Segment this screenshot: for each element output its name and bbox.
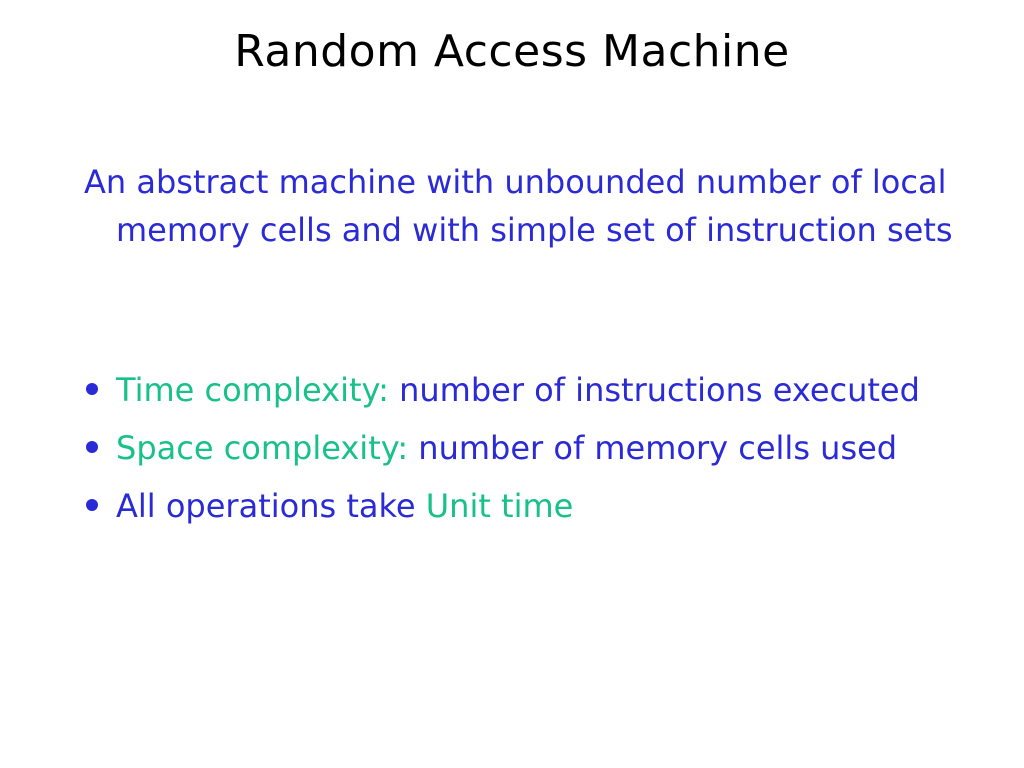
bullet-list: Time complexity: number of instructions … [84, 366, 984, 540]
bullet-dot-icon [86, 383, 98, 395]
slide-title: Random Access Machine [234, 26, 790, 77]
bullet-dot-icon [86, 499, 98, 511]
bullet-term: Time complexity: [116, 371, 389, 409]
bullet-term: Unit time [425, 487, 574, 525]
bullet-dot-icon [86, 441, 98, 453]
bullet-space-complexity: Space complexity: number of memory cells… [84, 424, 984, 472]
bullet-text: number of memory cells used [408, 429, 898, 467]
bullet-text: number of instructions executed [388, 371, 920, 409]
bullet-time-complexity: Time complexity: number of instructions … [84, 366, 984, 414]
bullet-unit-time: All operations take Unit time [84, 482, 984, 530]
bullet-term: Space complexity: [116, 429, 409, 467]
bullet-text: All operations take [116, 487, 426, 525]
intro-paragraph: An abstract machine with unbounded numbe… [84, 163, 953, 249]
